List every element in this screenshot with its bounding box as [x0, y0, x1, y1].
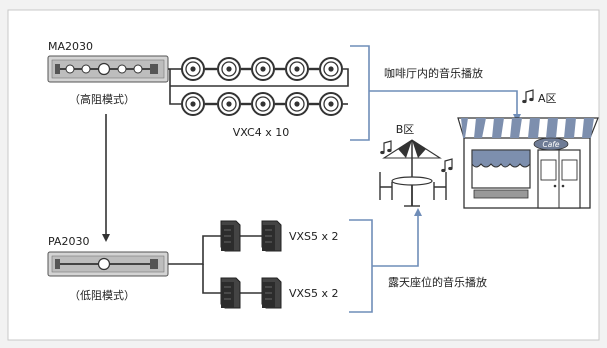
ceiling-speaker-icon: [285, 92, 309, 116]
top-amp-wiring: [168, 68, 349, 105]
ceiling-speaker-icon: [251, 57, 275, 81]
ceiling-speaker-icon: [319, 57, 343, 81]
ceiling-speaker-icon: [285, 57, 309, 81]
surface-speaker-icon: [261, 220, 282, 252]
indoor-zone-bracket: [350, 45, 521, 141]
amplifier-icon: [47, 55, 169, 83]
shop-sign-text: Cafe: [542, 140, 559, 149]
ceiling-speaker-icon: [319, 92, 343, 116]
zone-b-label: B区: [396, 123, 415, 136]
surface-speaker-icon: [261, 277, 282, 309]
amp-bottom-mode: （低阻模式）: [69, 289, 135, 302]
outdoor-seating-icon: [379, 139, 447, 207]
bottom-amp-wiring: [168, 235, 263, 294]
outdoor-caption: 露天座位的音乐播放: [388, 275, 487, 289]
ceiling-speaker-label: VXC4 x 10: [233, 126, 289, 139]
ceiling-speaker-links: [205, 67, 319, 106]
ceiling-speaker-icon: [251, 92, 275, 116]
surface-speaker-icon: [220, 220, 241, 252]
ceiling-speaker-icon: [217, 57, 241, 81]
surface-speaker-label-lower: VXS5 x 2: [289, 287, 339, 300]
outdoor-zone-bracket: [349, 208, 422, 313]
amplifier-icon: [47, 251, 169, 277]
ceiling-speaker-icon: [217, 92, 241, 116]
amp-bottom-name: PA2030: [48, 235, 89, 248]
cafe-shop-icon: Cafe: [457, 117, 599, 209]
indoor-caption: 咖啡厅内的音乐播放: [384, 66, 483, 80]
surface-speaker-icon: [220, 277, 241, 309]
ceiling-speaker-icon: [181, 92, 205, 116]
surface-speaker-label-upper: VXS5 x 2: [289, 230, 339, 243]
amp-top-mode: （高阻模式）: [69, 92, 135, 106]
ceiling-speaker-icon: [181, 57, 205, 81]
amp-top-name: MA2030: [48, 40, 93, 53]
zone-a-label: A区: [538, 92, 557, 105]
